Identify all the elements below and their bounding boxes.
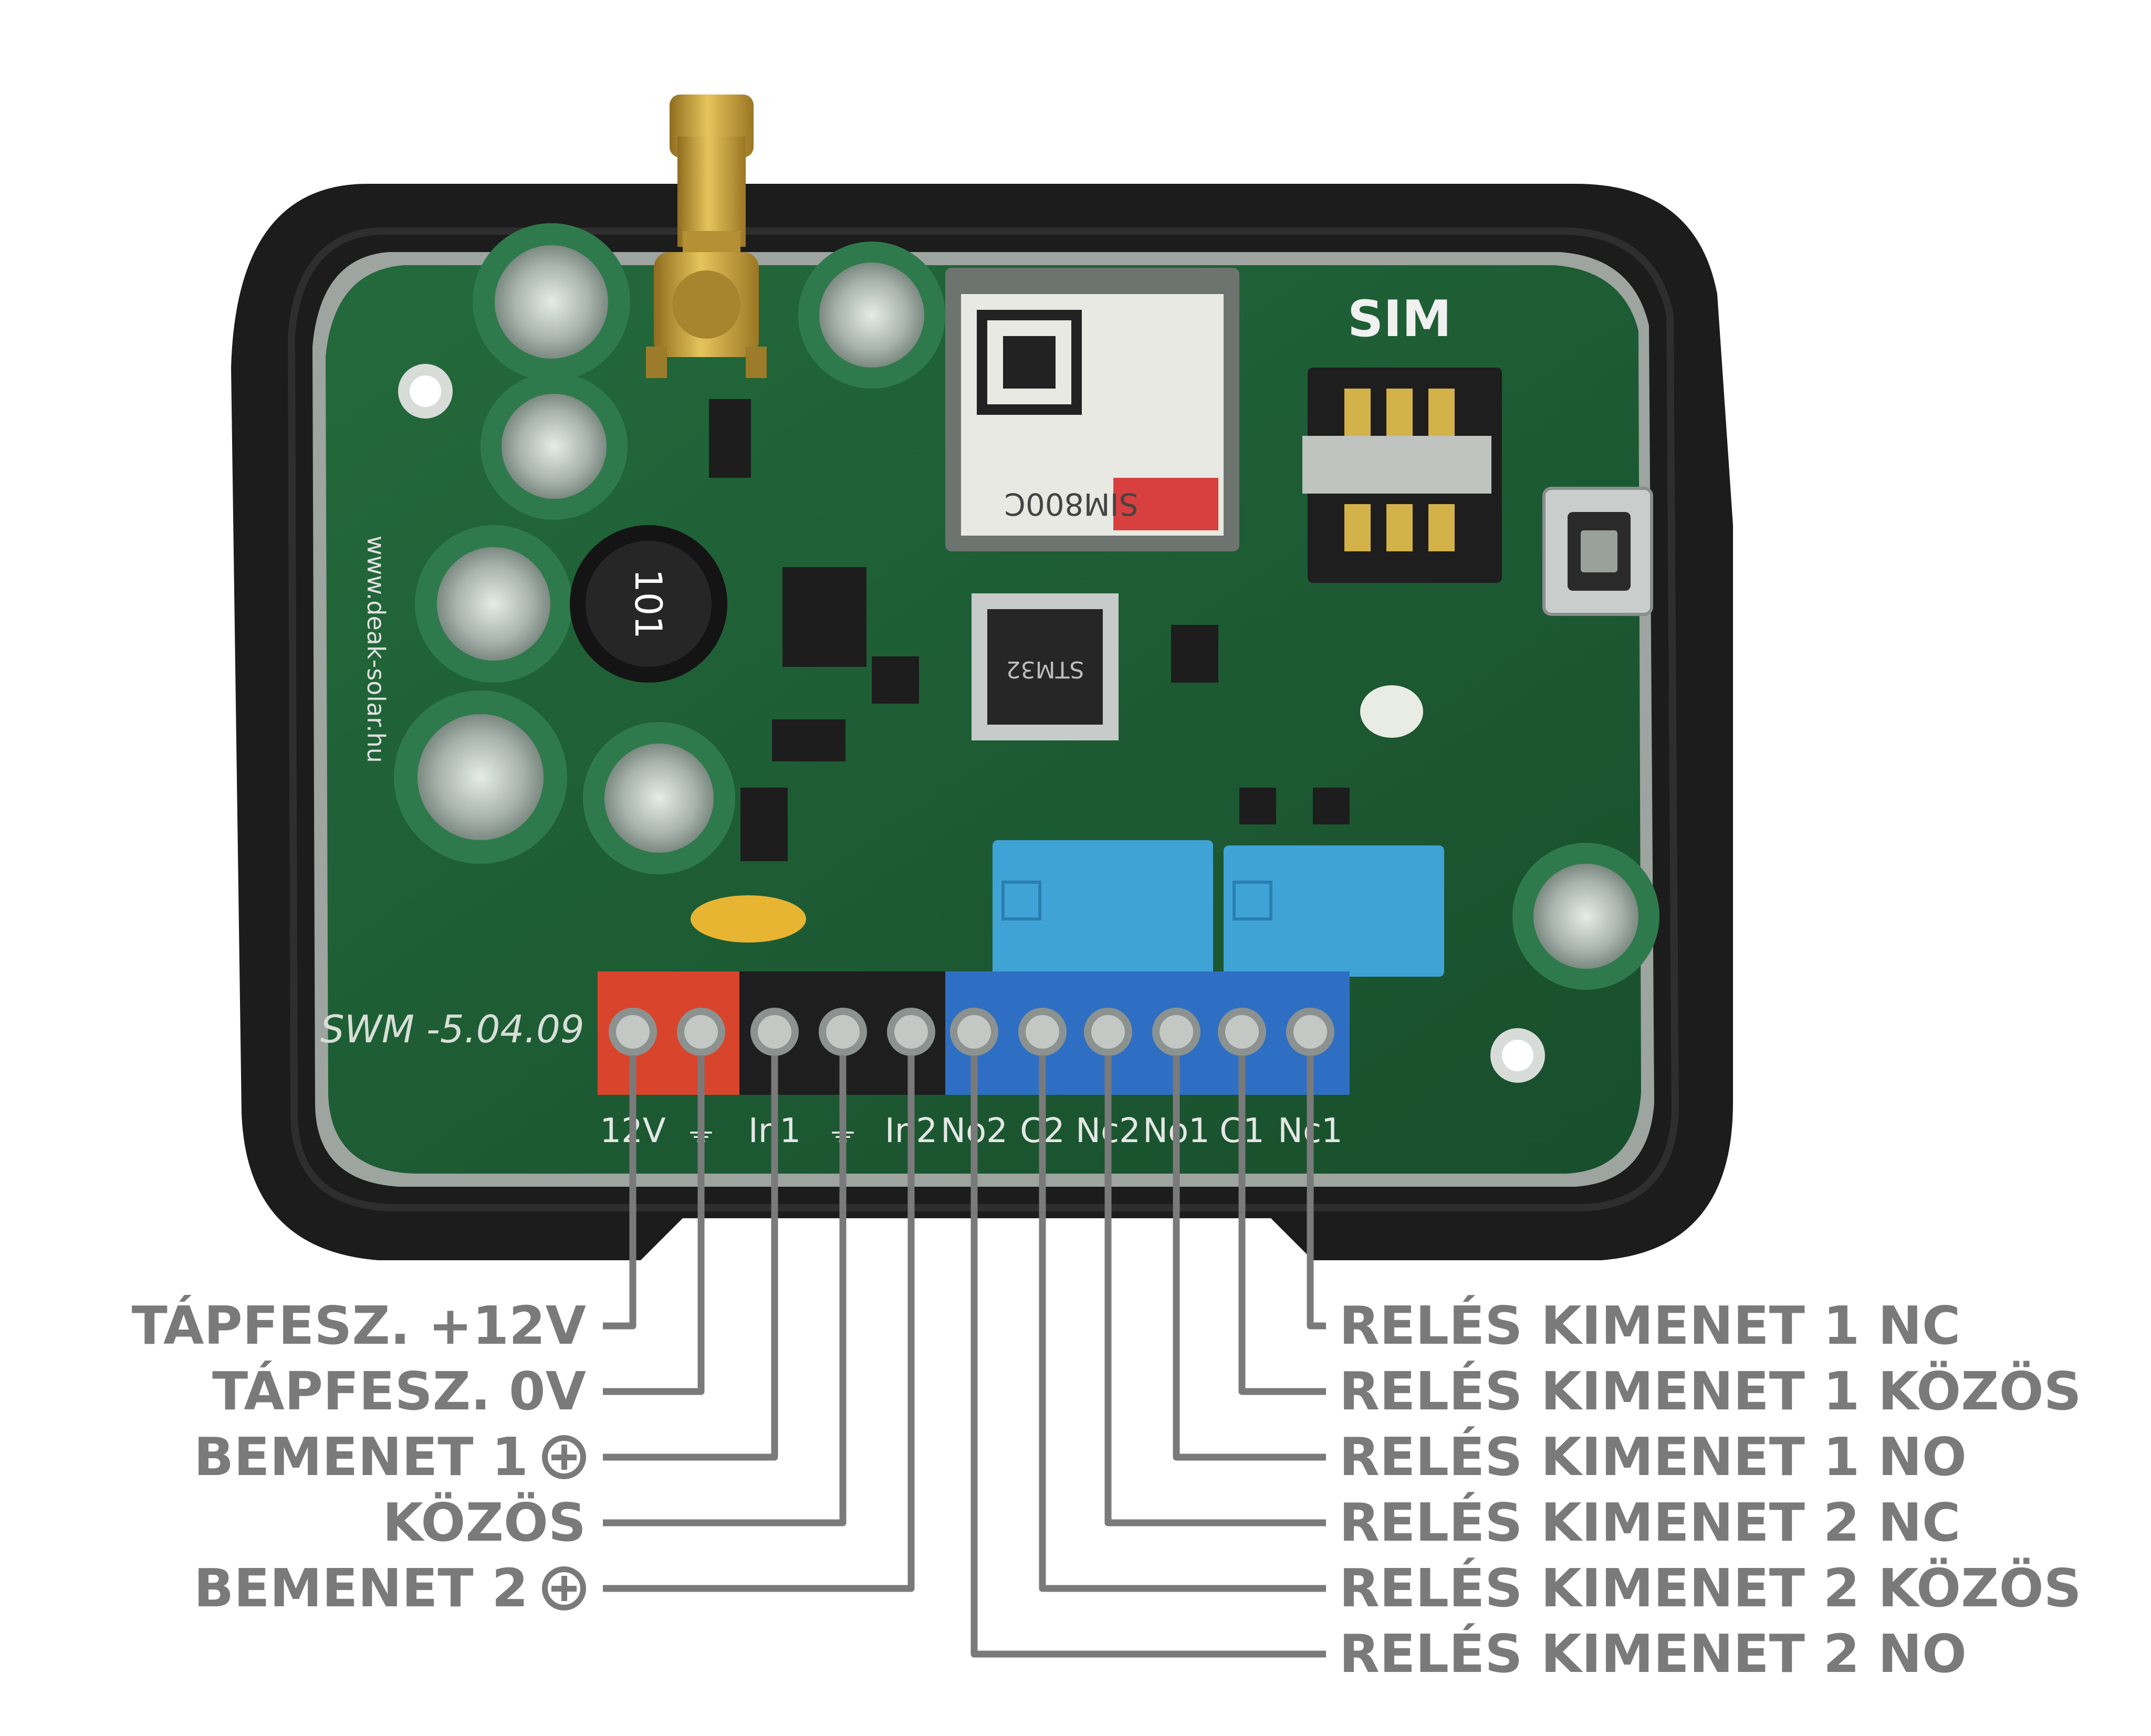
relay-2 — [993, 840, 1213, 977]
microcontroller-chip: STM32 — [972, 593, 1119, 740]
leader-line-right — [1039, 1055, 1326, 1592]
terminal-screw-head — [1160, 1015, 1193, 1049]
micro-usb-port — [1542, 487, 1653, 616]
terminal-screw-head — [826, 1015, 860, 1049]
antenna-connector-icon — [646, 95, 767, 378]
terminal-screw-head — [684, 1015, 718, 1049]
terminal-block-relays — [945, 971, 1350, 1095]
callout-input-1: BEMENET 1 — [194, 1426, 586, 1489]
leader-lines — [603, 1055, 1326, 1658]
callout-relay-2-nc: RELÉS KIMENET 2 NC — [1339, 1492, 1961, 1553]
leader-line-left — [603, 1055, 915, 1592]
sim-label: SIM — [1348, 290, 1452, 348]
leader-line-right — [1104, 1055, 1326, 1526]
inductor: 101 — [570, 525, 727, 683]
terminal-screw-head — [894, 1015, 928, 1049]
callout-input-2: BEMENET 2 — [194, 1557, 586, 1620]
enclosure-rim — [287, 227, 1679, 1211]
leader-line-left — [603, 1055, 705, 1395]
leader-line-right — [1173, 1055, 1326, 1461]
leader-line-right — [1238, 1055, 1326, 1395]
mounting-hole — [398, 364, 453, 419]
terminal-screw-head — [1026, 1015, 1059, 1049]
mcu-label: STM32 — [1006, 656, 1084, 683]
plus-circle-icon — [542, 1435, 586, 1479]
callout-power-12v: TÁPFESZ. +12V — [131, 1295, 586, 1356]
callout-relay-1-no: RELÉS KIMENET 1 NO — [1339, 1426, 1967, 1488]
terminal-screw-head — [758, 1015, 791, 1049]
model-label: SWM -5.04.09 — [320, 1007, 584, 1051]
callout-relay-1-nc: RELÉS KIMENET 1 NC — [1339, 1295, 1961, 1356]
gsm-module: SIM800C — [945, 268, 1239, 551]
leader-line-left — [603, 1055, 847, 1526]
gsm-module-name: SIM800C — [1004, 486, 1138, 522]
capacitor-group — [394, 223, 1659, 990]
website-label: www.deak-solar.hu — [362, 536, 390, 763]
leader-line-right — [970, 1055, 1326, 1658]
callout-relay-2-no: RELÉS KIMENET 2 NO — [1339, 1623, 1967, 1685]
callout-power-0v: TÁPFESZ. 0V — [212, 1361, 586, 1422]
relay-1 — [1224, 845, 1444, 977]
leader-line-right — [1307, 1055, 1326, 1330]
callout-common: KÖZÖS — [382, 1492, 586, 1553]
plus-circle-icon — [542, 1566, 586, 1610]
leader-line-left — [603, 1055, 636, 1330]
callout-relay-2-common: RELÉS KIMENET 2 KÖZÖS — [1339, 1557, 2082, 1619]
terminal-screw-head — [957, 1015, 991, 1049]
leader-line-left — [603, 1055, 778, 1461]
sim-card-holder: SIM — [1302, 290, 1502, 583]
terminal-screw-head — [1225, 1015, 1259, 1049]
inductor-label: 101 — [626, 569, 670, 639]
terminal-screw-head — [1091, 1015, 1125, 1049]
ceramic-capacitor — [691, 895, 806, 943]
small-components — [709, 399, 1423, 861]
mounting-hole — [1490, 1028, 1545, 1083]
terminal-screw-head — [616, 1015, 650, 1049]
terminal-screw-head — [1293, 1015, 1327, 1049]
callout-relay-1-common: RELÉS KIMENET 1 KÖZÖS — [1339, 1361, 2082, 1422]
